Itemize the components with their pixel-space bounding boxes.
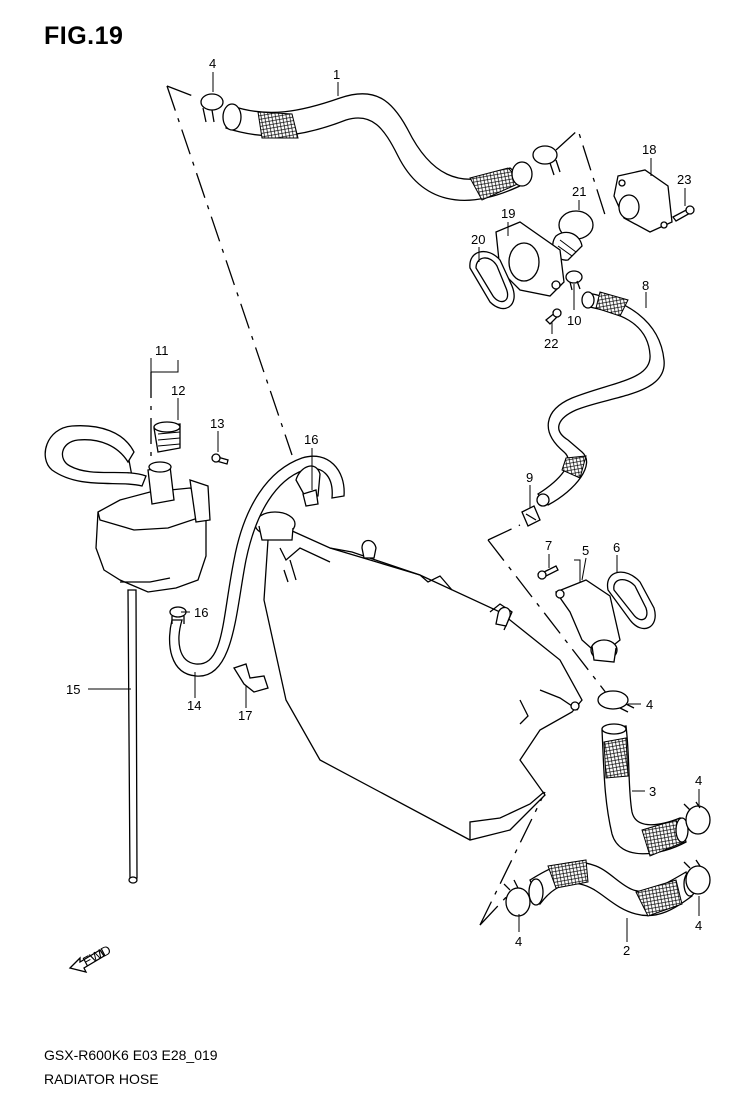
callout-4-right-top: 4 <box>695 773 702 788</box>
callout-2: 2 <box>623 943 630 958</box>
callout-12: 12 <box>171 383 185 398</box>
callout-11: 11 <box>155 343 169 358</box>
reservoir-bolt <box>211 453 229 465</box>
hose-clamp-lower-3-right <box>683 801 711 835</box>
callout-23: 23 <box>677 172 691 187</box>
callout-4-bottom-left: 4 <box>515 934 522 949</box>
callout-17: 17 <box>238 708 252 723</box>
cover-bolt <box>672 205 695 222</box>
thermostat-cover <box>613 169 673 233</box>
hose-clamp-lower-3-top <box>597 690 635 713</box>
reservoir-vent-hose <box>44 425 147 487</box>
hose-clamp-17 <box>233 663 269 693</box>
hose-clamp-upper-right <box>532 145 561 176</box>
callout-16-bottom: 16 <box>194 605 208 620</box>
callout-numbers: 1 4 18 23 21 19 20 8 10 22 11 12 13 16 9… <box>66 56 702 958</box>
outlet-fitting <box>554 579 621 663</box>
hose-clamp-lower-2-right <box>683 859 711 895</box>
upper-radiator-hose <box>222 93 533 201</box>
callout-13: 13 <box>210 416 224 431</box>
lower-radiator-hose-2 <box>528 859 697 917</box>
bypass-hose <box>536 291 665 507</box>
callout-18: 18 <box>642 142 656 157</box>
fwd-arrow-icon: FWD <box>68 942 113 973</box>
callout-10: 10 <box>567 313 581 328</box>
lower-radiator-hose-3 <box>601 723 689 857</box>
callout-5: 5 <box>582 543 589 558</box>
hose-clamp-small-9 <box>521 505 541 527</box>
callout-19: 19 <box>501 206 515 221</box>
reservoir-cap <box>153 421 181 453</box>
callout-1: 1 <box>333 67 340 82</box>
hose-clamp-16-bottom <box>169 606 187 624</box>
callout-4-right-bottom: 4 <box>695 918 702 933</box>
callout-21: 21 <box>572 184 586 199</box>
callout-15: 15 <box>66 682 80 697</box>
fwd-label: FWD <box>80 942 113 969</box>
callout-4: 4 <box>209 56 216 71</box>
figure-title: FIG.19 <box>44 22 124 50</box>
hose-clamp-upper-left <box>200 93 224 123</box>
fitting-bolt <box>537 565 559 580</box>
hose-clamp-16-top <box>302 489 319 507</box>
housing-o-ring <box>469 250 515 310</box>
callout-3: 3 <box>649 784 656 799</box>
housing-bolt <box>545 308 562 325</box>
hose-clamp-small-10 <box>565 270 583 291</box>
callout-16-top: 16 <box>304 432 318 447</box>
fitting-o-ring <box>606 571 656 630</box>
radiator <box>254 511 583 841</box>
callout-6: 6 <box>613 540 620 555</box>
callout-22: 22 <box>544 336 558 351</box>
callout-4-mid: 4 <box>646 697 653 712</box>
callout-9: 9 <box>526 470 533 485</box>
leader-lines <box>88 72 700 942</box>
hose-clamp-lower-2-left <box>503 879 531 917</box>
figure-code: GSX-R600K6 E03 E28_019 <box>44 1047 218 1063</box>
figure-name: RADIATOR HOSE <box>44 1071 159 1087</box>
reservoir-tank <box>95 461 211 884</box>
callout-7: 7 <box>545 538 552 553</box>
callout-20: 20 <box>471 232 485 247</box>
callout-14: 14 <box>187 698 201 713</box>
callout-8: 8 <box>642 278 649 293</box>
